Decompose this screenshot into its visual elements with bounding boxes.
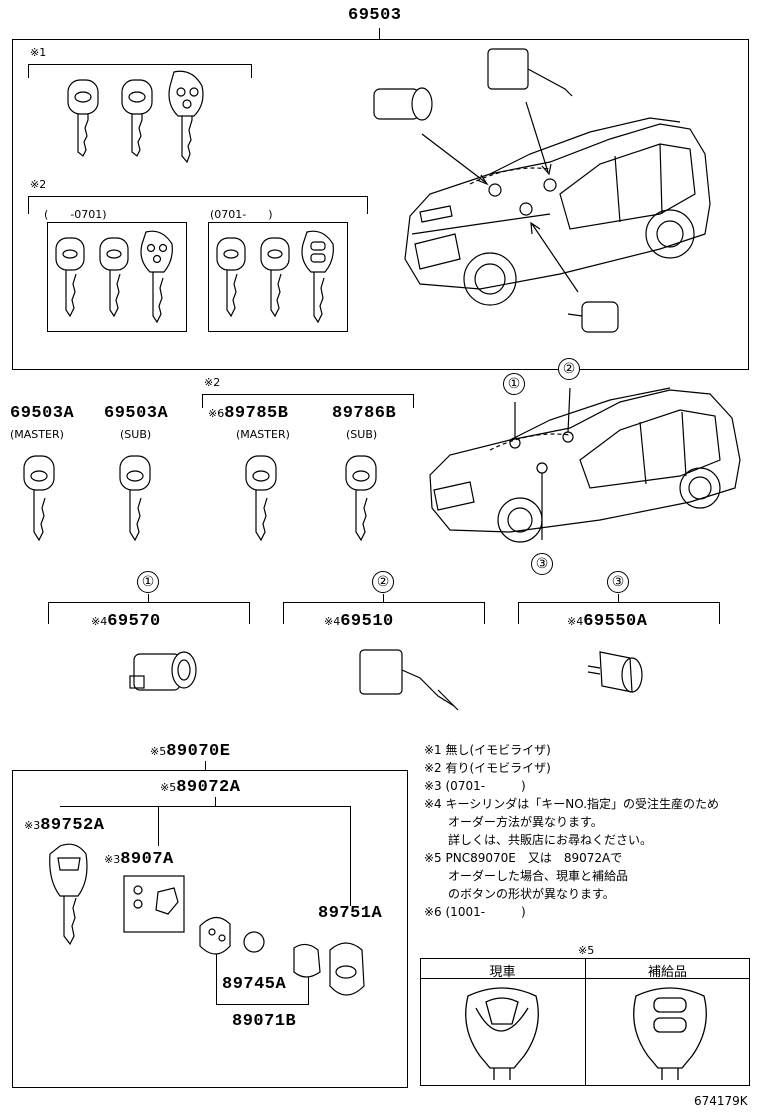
battery-part-number: 89745A	[222, 975, 287, 994]
comparison-drawings	[465, 987, 707, 1080]
plate-prefix: ※3	[104, 853, 121, 866]
sub-assy-plate-leg	[158, 806, 159, 846]
key-variant: (MASTER)	[236, 428, 290, 441]
cylinder-1-circle: ①	[137, 571, 159, 593]
range-b-label: (0701- )	[210, 208, 273, 221]
assy-part-number: 89070E	[166, 742, 231, 761]
assy-prefix: ※5	[150, 745, 167, 758]
board-right-leg	[308, 975, 309, 1005]
note-line: ※2 有り(イモビライザ)	[424, 761, 551, 775]
key-drawings	[23, 455, 377, 542]
sub-assy-prefix: ※5	[160, 781, 177, 794]
group1-keys	[67, 70, 204, 164]
cylinder-part-number: 69570	[107, 612, 161, 631]
key-item-4: 89786B (SUB)	[332, 402, 396, 442]
note-line: オーダー方法が異なります。	[424, 815, 603, 829]
board-part-number: 89071B	[232, 1012, 297, 1031]
key-variant: (MASTER)	[10, 428, 64, 441]
transmitter-box	[12, 770, 408, 1088]
cylinder-1-leader	[148, 594, 149, 602]
cylinder-prefix: ※4	[91, 615, 108, 628]
key-item-2: 69503A (SUB)	[104, 402, 168, 442]
key-item-3: ※689785B (MASTER)	[208, 402, 290, 442]
group1-label: ※1	[30, 46, 47, 59]
cylinder-2-leader	[383, 594, 384, 602]
cylinder-2-circle: ②	[372, 571, 394, 593]
location-marker-1: ①	[503, 373, 525, 395]
case-part-number: 89751A	[318, 904, 383, 923]
keys-group-label: ※2	[204, 376, 221, 389]
cylinder-1-label: ※469570	[91, 610, 161, 631]
range-b-keys	[216, 230, 334, 324]
top-part-number: 69503	[348, 6, 402, 25]
figure-code: 674179K	[694, 1094, 748, 1108]
assy-label: ※589070E	[150, 740, 230, 761]
note-line: ※4 キーシリンダは「キーNO.指定」の受注生産のため	[424, 797, 720, 811]
cylinder-3-circle: ③	[607, 571, 629, 593]
key-blade-label: ※389752A	[24, 814, 104, 835]
key-part-number: 69503A	[104, 404, 169, 423]
note-line: ※1 無し(イモビライザ)	[424, 743, 551, 757]
key-part-number: 69503A	[10, 404, 75, 423]
range-b-box	[208, 222, 348, 332]
cylinder-prefix: ※4	[567, 615, 584, 628]
cylinder-2-label: ※469510	[324, 610, 394, 631]
sub-assy-label: ※589072A	[160, 776, 240, 797]
notes-block: ※1 無し(イモビライザ) ※2 有り(イモビライザ) ※3 (0701- ) …	[424, 741, 719, 921]
note-line: ※3 (0701- )	[424, 779, 526, 793]
note-line: のボタンの形状が異なります。	[424, 887, 615, 901]
range-a-label: ( -0701)	[44, 208, 107, 221]
top-assembly-box	[12, 39, 749, 370]
board-left-leg	[216, 940, 217, 1004]
comparison-divider	[585, 958, 586, 1086]
cylinder-prefix: ※4	[324, 615, 341, 628]
range-a-box	[47, 222, 187, 332]
group2-label: ※2	[30, 178, 47, 191]
key-variant: (SUB)	[346, 428, 378, 441]
location-marker-2: ②	[558, 358, 580, 380]
transmitter-parts	[49, 843, 365, 996]
cylinder-1-bracket	[48, 602, 250, 624]
comparison-col-supply: 補給品	[647, 965, 687, 980]
key-variant: (SUB)	[120, 428, 152, 441]
board-bar	[216, 1004, 308, 1005]
group2-bracket	[28, 196, 368, 214]
sub-assy-right-leg	[350, 806, 351, 906]
key-blade-prefix: ※3	[24, 819, 41, 832]
location-vehicle-illustration	[429, 387, 741, 543]
cylinder-3-leader	[618, 594, 619, 602]
plate-label: ※38907A	[104, 848, 174, 869]
top-leader	[379, 28, 380, 40]
key-prefix: ※6	[208, 407, 225, 420]
comparison-col-current: 現車	[489, 965, 516, 980]
assy-leader	[205, 761, 206, 771]
cylinder-part-number: 69510	[340, 612, 394, 631]
comparison-label: ※5	[578, 944, 595, 957]
top-vehicle-illustration	[373, 48, 711, 333]
key-part-number: 89786B	[332, 404, 397, 423]
sub-assy-part-number: 89072A	[176, 778, 241, 797]
key-blade-part-number: 89752A	[40, 816, 105, 835]
cylinder-drawings	[129, 649, 643, 711]
note-line: ※5 PNC89070E 又は 89072Aで	[424, 851, 623, 865]
sub-assy-leader	[215, 797, 216, 807]
sub-assy-bar	[60, 806, 350, 807]
cylinder-3-bracket	[518, 602, 720, 624]
plate-part-number: 8907A	[120, 850, 174, 869]
note-line: オーダーした場合、現車と補給品	[424, 869, 629, 883]
cylinder-2-bracket	[283, 602, 485, 624]
range-a-keys	[55, 230, 173, 324]
key-item-1: 69503A (MASTER)	[10, 402, 74, 442]
location-marker-3: ③	[531, 553, 553, 575]
cylinder-3-label: ※469550A	[567, 610, 647, 631]
cylinder-part-number: 69550A	[583, 612, 648, 631]
key-part-number: 89785B	[224, 404, 289, 423]
keys-group-bracket	[202, 394, 414, 408]
note-line: ※6 (1001- )	[424, 905, 526, 919]
group1-bracket	[28, 64, 252, 78]
note-line: 詳しくは、共販店にお尋ねください。	[424, 833, 653, 847]
